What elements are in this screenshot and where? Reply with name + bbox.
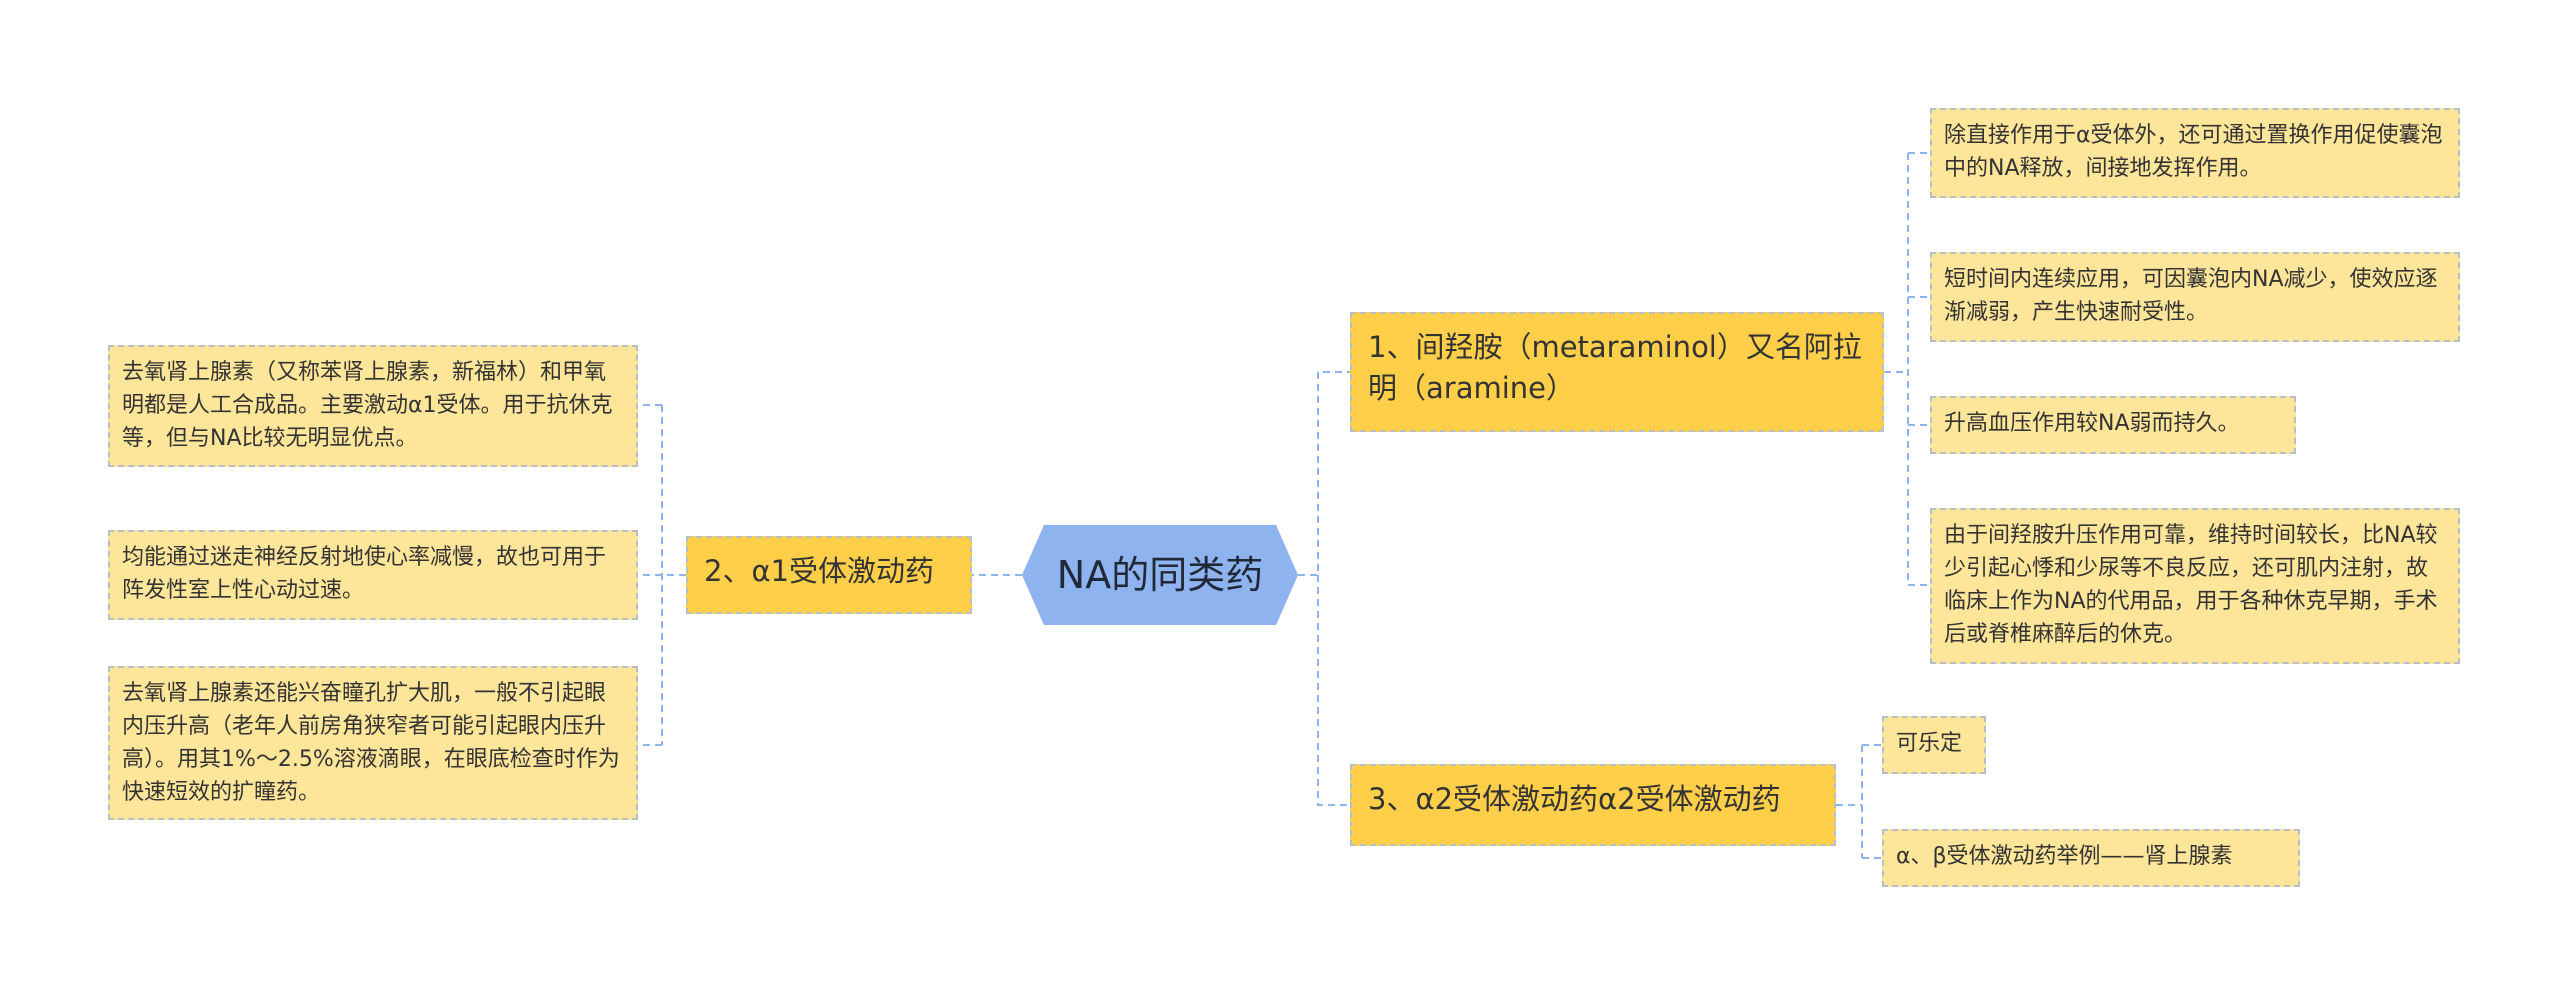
connector-root-branch1 — [1298, 371, 1350, 576]
leaf-text: 升高血压作用较NA弱而持久。 — [1944, 411, 2240, 436]
leaf-text: 均能通过迷走神经反射地使心率减慢，故也可用于阵发性室上性心动过速。 — [122, 545, 607, 603]
leaf-alpha1-2[interactable]: 均能通过迷走神经反射地使心率减慢，故也可用于阵发性室上性心动过速。 — [108, 530, 638, 620]
leaf-metaraminol-2[interactable]: 短时间内连续应用，可因囊泡内NA减少，使效应逐渐减弱，产生快速耐受性。 — [1930, 252, 2460, 342]
branch-metaraminol[interactable]: 1、间羟胺（metaraminol）又名阿拉明（aramine） — [1350, 312, 1884, 432]
leaf-metaraminol-3[interactable]: 升高血压作用较NA弱而持久。 — [1930, 396, 2296, 454]
root-hexagon — [1022, 525, 1298, 625]
leaf-clonidine[interactable]: 可乐定 — [1882, 716, 1986, 774]
leaf-metaraminol-1[interactable]: 除直接作用于α受体外，还可通过置换作用促使囊泡中的NA释放，间接地发挥作用。 — [1930, 108, 2460, 198]
leaf-alpha1-3[interactable]: 去氧肾上腺素还能兴奋瞳孔扩大肌，一般不引起眼内压升高（老年人前房角狭窄者可能引起… — [108, 666, 638, 820]
leaf-text: 由于间羟胺升压作用可靠，维持时间较长，比NA较少引起心悸和少尿等不良反应，还可肌… — [1944, 523, 2438, 647]
leaf-alpha1-1[interactable]: 去氧肾上腺素（又称苯肾上腺素，新福林）和甲氧明都是人工合成品。主要激动α1受体。… — [108, 345, 638, 467]
branch-alpha1-agonist[interactable]: 2、α1受体激动药 — [686, 536, 972, 614]
leaf-metaraminol-4[interactable]: 由于间羟胺升压作用可靠，维持时间较长，比NA较少引起心悸和少尿等不良反应，还可肌… — [1930, 508, 2460, 664]
leaf-text: α、β受体激动药举例——肾上腺素 — [1896, 844, 2233, 869]
branch-alpha2-agonist[interactable]: 3、α2受体激动药α2受体激动药 — [1350, 764, 1836, 846]
connector-root-branch3 — [1317, 575, 1350, 806]
branch-label: 2、α1受体激动药 — [704, 554, 935, 588]
leaf-text: 短时间内连续应用，可因囊泡内NA减少，使效应逐渐减弱，产生快速耐受性。 — [1944, 267, 2438, 325]
leaf-adrenaline-example[interactable]: α、β受体激动药举例——肾上腺素 — [1882, 829, 2300, 887]
branch-label: 1、间羟胺（metaraminol）又名阿拉明（aramine） — [1368, 330, 1862, 405]
root-label: NA的同类药 — [1056, 553, 1264, 597]
leaf-text: 去氧肾上腺素（又称苯肾上腺素，新福林）和甲氧明都是人工合成品。主要激动α1受体。… — [122, 360, 613, 451]
leaf-text: 可乐定 — [1896, 731, 1963, 756]
leaf-text: 除直接作用于α受体外，还可通过置换作用促使囊泡中的NA释放，间接地发挥作用。 — [1944, 123, 2443, 181]
root-node[interactable]: NA的同类药 — [1022, 525, 1298, 625]
leaf-text: 去氧肾上腺素还能兴奋瞳孔扩大肌，一般不引起眼内压升高（老年人前房角狭窄者可能引起… — [122, 681, 620, 805]
branch-label: 3、α2受体激动药α2受体激动药 — [1368, 782, 1781, 816]
